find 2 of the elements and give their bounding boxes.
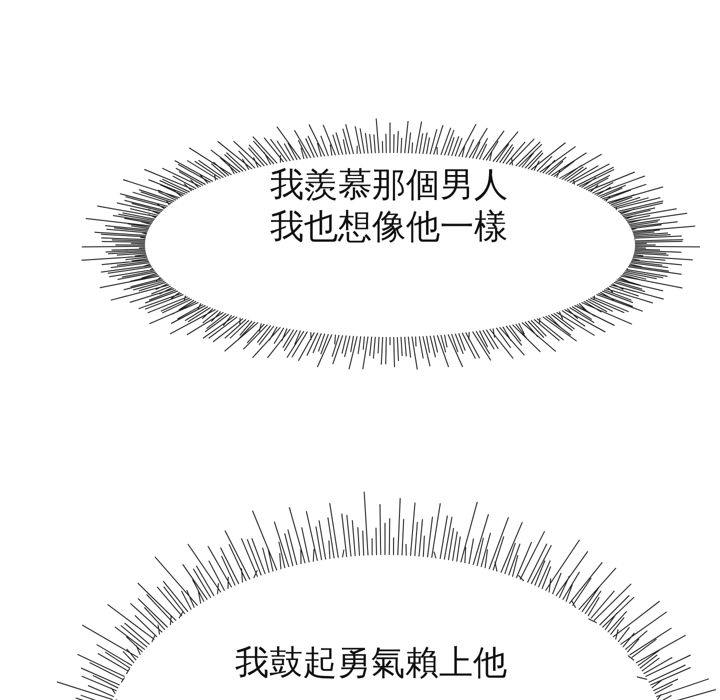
bubble-text: 我鼓起勇氣賴上他 xyxy=(235,642,508,684)
bubble-text: 我羨慕那個男人我也想像他一樣 xyxy=(270,164,509,248)
